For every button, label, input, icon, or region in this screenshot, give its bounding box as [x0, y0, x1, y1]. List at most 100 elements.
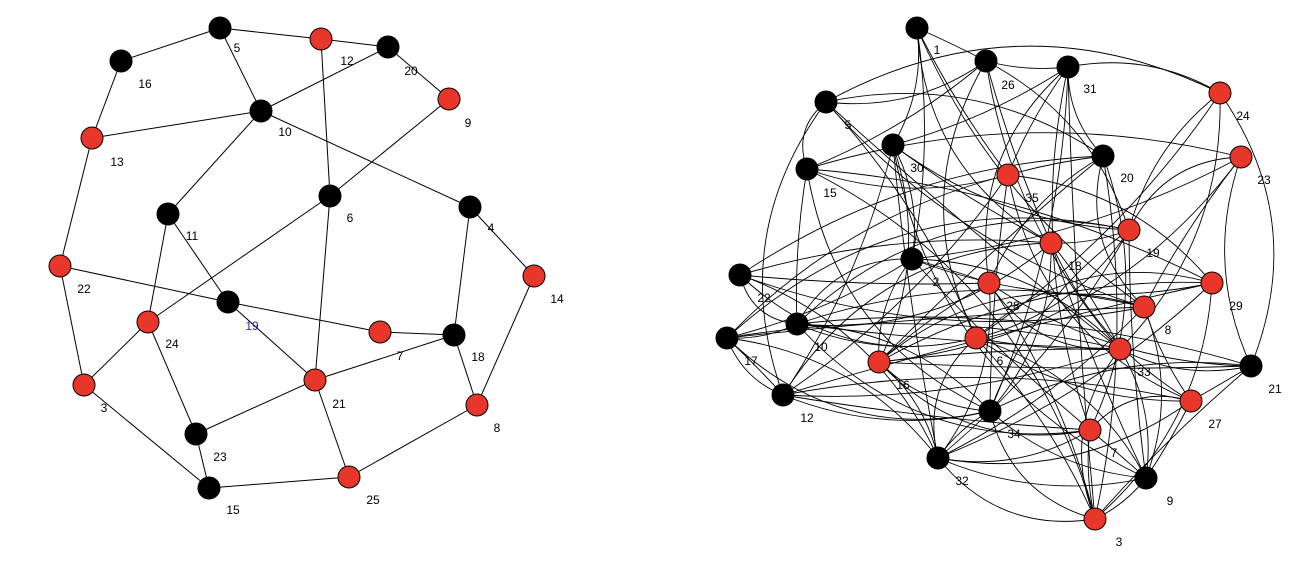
right-node-label-8: 8 — [1165, 323, 1172, 337]
left-node-label-15: 15 — [226, 503, 240, 517]
left-edge-13-10 — [91, 110, 262, 139]
right-node-30 — [881, 133, 905, 157]
right-node-31 — [1056, 55, 1080, 79]
right-edge-24-5 — [825, 45, 1221, 103]
right-edge-16-32 — [878, 361, 939, 459]
left-node-label-20: 20 — [404, 64, 418, 78]
right-node-2 — [900, 247, 924, 271]
right-node-label-21: 21 — [1268, 382, 1282, 396]
left-edge-4-18 — [453, 206, 471, 336]
right-node-17 — [715, 326, 739, 350]
right-edge-22-6 — [739, 274, 977, 347]
left-edge-10-20 — [260, 46, 389, 112]
left-node-19 — [216, 290, 240, 314]
right-node-19 — [1117, 218, 1141, 242]
left-node-5 — [208, 16, 232, 40]
left-edge-3-24 — [83, 321, 149, 386]
right-node-23 — [1229, 145, 1253, 169]
right-edge-5-20 — [825, 93, 1104, 157]
right-edge-30-32 — [892, 144, 939, 459]
right-edge-20-3 — [1094, 155, 1118, 520]
right-node-label-35: 35 — [1025, 191, 1039, 205]
left-node-12 — [309, 27, 333, 51]
right-node-label-29: 29 — [1229, 299, 1243, 313]
left-edge-16-5 — [120, 27, 221, 62]
right-node-label-9: 9 — [1167, 494, 1174, 508]
left-edge-18-8 — [453, 334, 478, 406]
left-node-label-25: 25 — [366, 493, 380, 507]
right-edge-20-16 — [878, 155, 1104, 363]
right-edge-8-17 — [726, 306, 1145, 339]
right-edge-27-7 — [1089, 395, 1192, 431]
right-graph-edges — [726, 27, 1275, 522]
right-node-label-19: 19 — [1146, 246, 1160, 260]
left-edge-19-21 — [227, 301, 316, 381]
right-edge-32-9 — [937, 457, 1147, 487]
left-node-7 — [368, 320, 392, 344]
right-node-label-17: 17 — [744, 354, 758, 368]
left-node-label-19: 19 — [245, 319, 259, 333]
left-node-18 — [442, 323, 466, 347]
right-graph-nodes — [715, 16, 1263, 531]
right-edge-8-16 — [878, 293, 1145, 363]
left-node-label-22: 22 — [77, 282, 91, 296]
right-edge-1-2 — [911, 27, 925, 260]
right-node-label-3: 3 — [1116, 535, 1123, 549]
right-edge-24-6 — [975, 92, 1221, 339]
right-node-label-26: 26 — [1001, 78, 1015, 92]
right-edge-12-34 — [782, 394, 991, 421]
right-edge-31-3 — [1067, 66, 1096, 520]
right-edge-2-16 — [878, 258, 913, 363]
right-edge-19-34 — [989, 229, 1130, 412]
right-node-label-27: 27 — [1208, 417, 1222, 431]
right-node-label-20: 20 — [1120, 171, 1134, 185]
right-edge-2-17 — [726, 258, 913, 339]
right-edge-17-33 — [726, 323, 1121, 350]
right-edge-31-20 — [1067, 66, 1104, 157]
left-edge-19-7 — [227, 301, 381, 333]
right-edge-16-21 — [878, 361, 1252, 369]
left-node-24 — [136, 310, 160, 334]
right-edge-27-9 — [1145, 400, 1192, 479]
right-edge-35-12 — [782, 174, 1009, 396]
right-node-7 — [1078, 418, 1102, 442]
right-node-27 — [1179, 389, 1203, 413]
right-edge-15-35 — [806, 168, 1009, 189]
right-node-34 — [978, 399, 1002, 423]
right-edge-10-21 — [796, 316, 1252, 367]
right-edge-33-21 — [1119, 348, 1252, 372]
right-node-3 — [1083, 507, 1107, 531]
right-node-label-7: 7 — [1111, 446, 1118, 460]
right-node-label-24: 24 — [1236, 109, 1250, 123]
right-node-29 — [1200, 271, 1224, 295]
right-node-35 — [996, 163, 1020, 187]
right-edge-29-6 — [975, 271, 1213, 339]
left-node-label-5: 5 — [234, 41, 241, 55]
left-edge-22-3 — [59, 265, 85, 386]
left-node-label-18: 18 — [471, 350, 485, 364]
right-edge-35-17 — [726, 174, 1009, 339]
left-node-label-3: 3 — [101, 401, 108, 415]
right-edge-21-34 — [989, 362, 1252, 412]
left-node-label-16: 16 — [138, 77, 152, 91]
right-edge-5-6 — [825, 101, 977, 339]
right-edge-31-30 — [892, 66, 1069, 146]
right-edge-6-27 — [975, 337, 1192, 402]
left-node-label-7: 7 — [397, 349, 404, 363]
left-edge-7-18 — [379, 331, 455, 336]
left-node-label-10: 10 — [278, 125, 292, 139]
right-edge-22-8 — [739, 274, 1145, 322]
right-edge-6-32 — [933, 337, 977, 459]
right-edge-24-19 — [1128, 92, 1221, 231]
right-edge-1-8 — [916, 27, 1145, 308]
right-node-1 — [905, 16, 929, 40]
left-edge-5-12 — [219, 27, 322, 40]
right-edge-5-8 — [825, 101, 1145, 308]
right-edge-6-3 — [975, 337, 1096, 520]
left-edge-6-21 — [314, 195, 331, 381]
right-edge-5-12 — [762, 101, 827, 396]
left-edge-6-24 — [147, 195, 331, 323]
right-edge-1-35 — [916, 27, 1009, 176]
